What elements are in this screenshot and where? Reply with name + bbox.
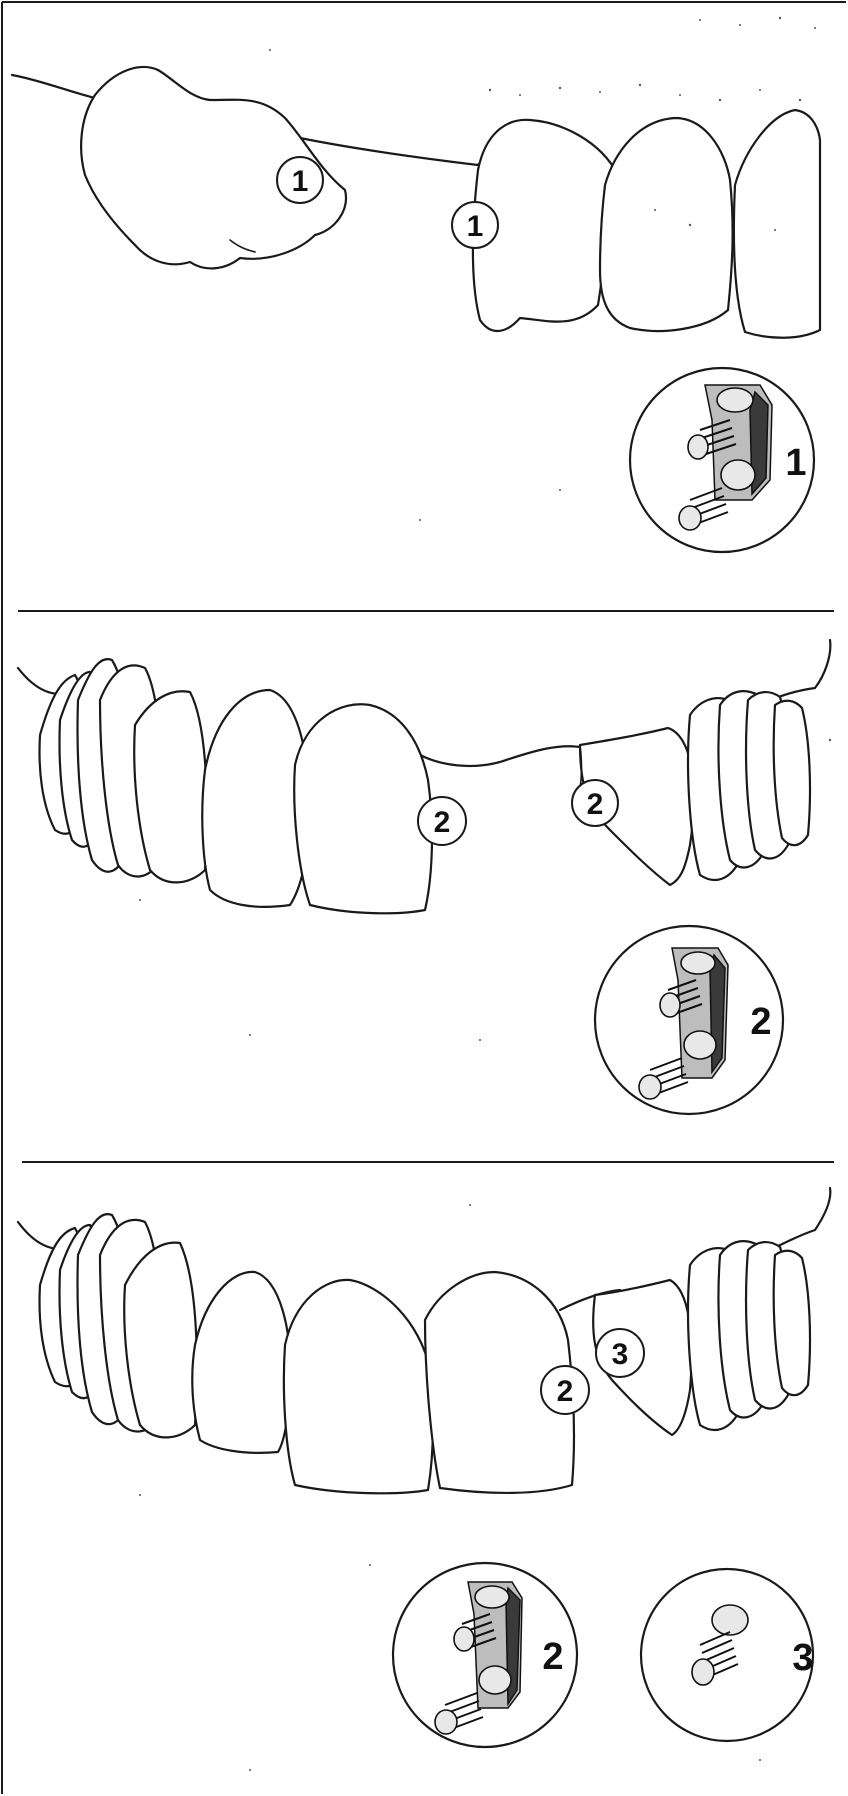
panel-2-right-tooth-4	[774, 701, 810, 845]
panel-3-right-tooth-4	[774, 1251, 810, 1395]
panel-1-attachment-inset: 1	[630, 368, 814, 552]
inset-number: 3	[792, 1637, 813, 1679]
panel-2: 2 2 2	[18, 640, 831, 1114]
inset-number: 1	[785, 442, 806, 484]
panel-2-attachment-inset: 2	[595, 926, 783, 1114]
panel-3-canine	[124, 1243, 197, 1438]
panel-3-screw-inset: 3	[641, 1569, 814, 1741]
panel-2-central-incisor	[294, 704, 432, 913]
callout-number: 2	[434, 806, 451, 839]
callout-number: 2	[587, 788, 604, 821]
callout-number: 1	[292, 165, 309, 198]
panel-1-callout-right: 1	[452, 202, 498, 248]
panel-1-callout-left: 1	[277, 157, 323, 203]
callout-number: 1	[467, 210, 484, 243]
screw-tip	[692, 1659, 714, 1685]
callout-number: 2	[557, 1375, 574, 1408]
screw-head	[712, 1605, 748, 1635]
panel-2-callout-right: 2	[572, 780, 618, 826]
inset-number: 2	[750, 1001, 771, 1043]
panel-1: 1 1 1	[12, 17, 820, 552]
callout-number: 3	[612, 1338, 629, 1371]
panel-2-callout-left: 2	[418, 797, 466, 845]
panel-3-central-incisor-left	[284, 1280, 433, 1493]
panel-3-lateral-incisor-left	[192, 1272, 290, 1453]
inset-number: 2	[542, 1636, 563, 1678]
panel-3-callout-left: 2	[541, 1366, 589, 1414]
panel-3-callout-right: 3	[596, 1329, 644, 1377]
panel-1-right-tooth-2	[600, 118, 733, 331]
panel-1-right-tooth-3	[734, 110, 820, 338]
panel-3-attachment-inset: 2	[393, 1563, 577, 1747]
panel-3: 2 3 2	[18, 1188, 830, 1771]
panel-2-canine	[134, 691, 207, 882]
